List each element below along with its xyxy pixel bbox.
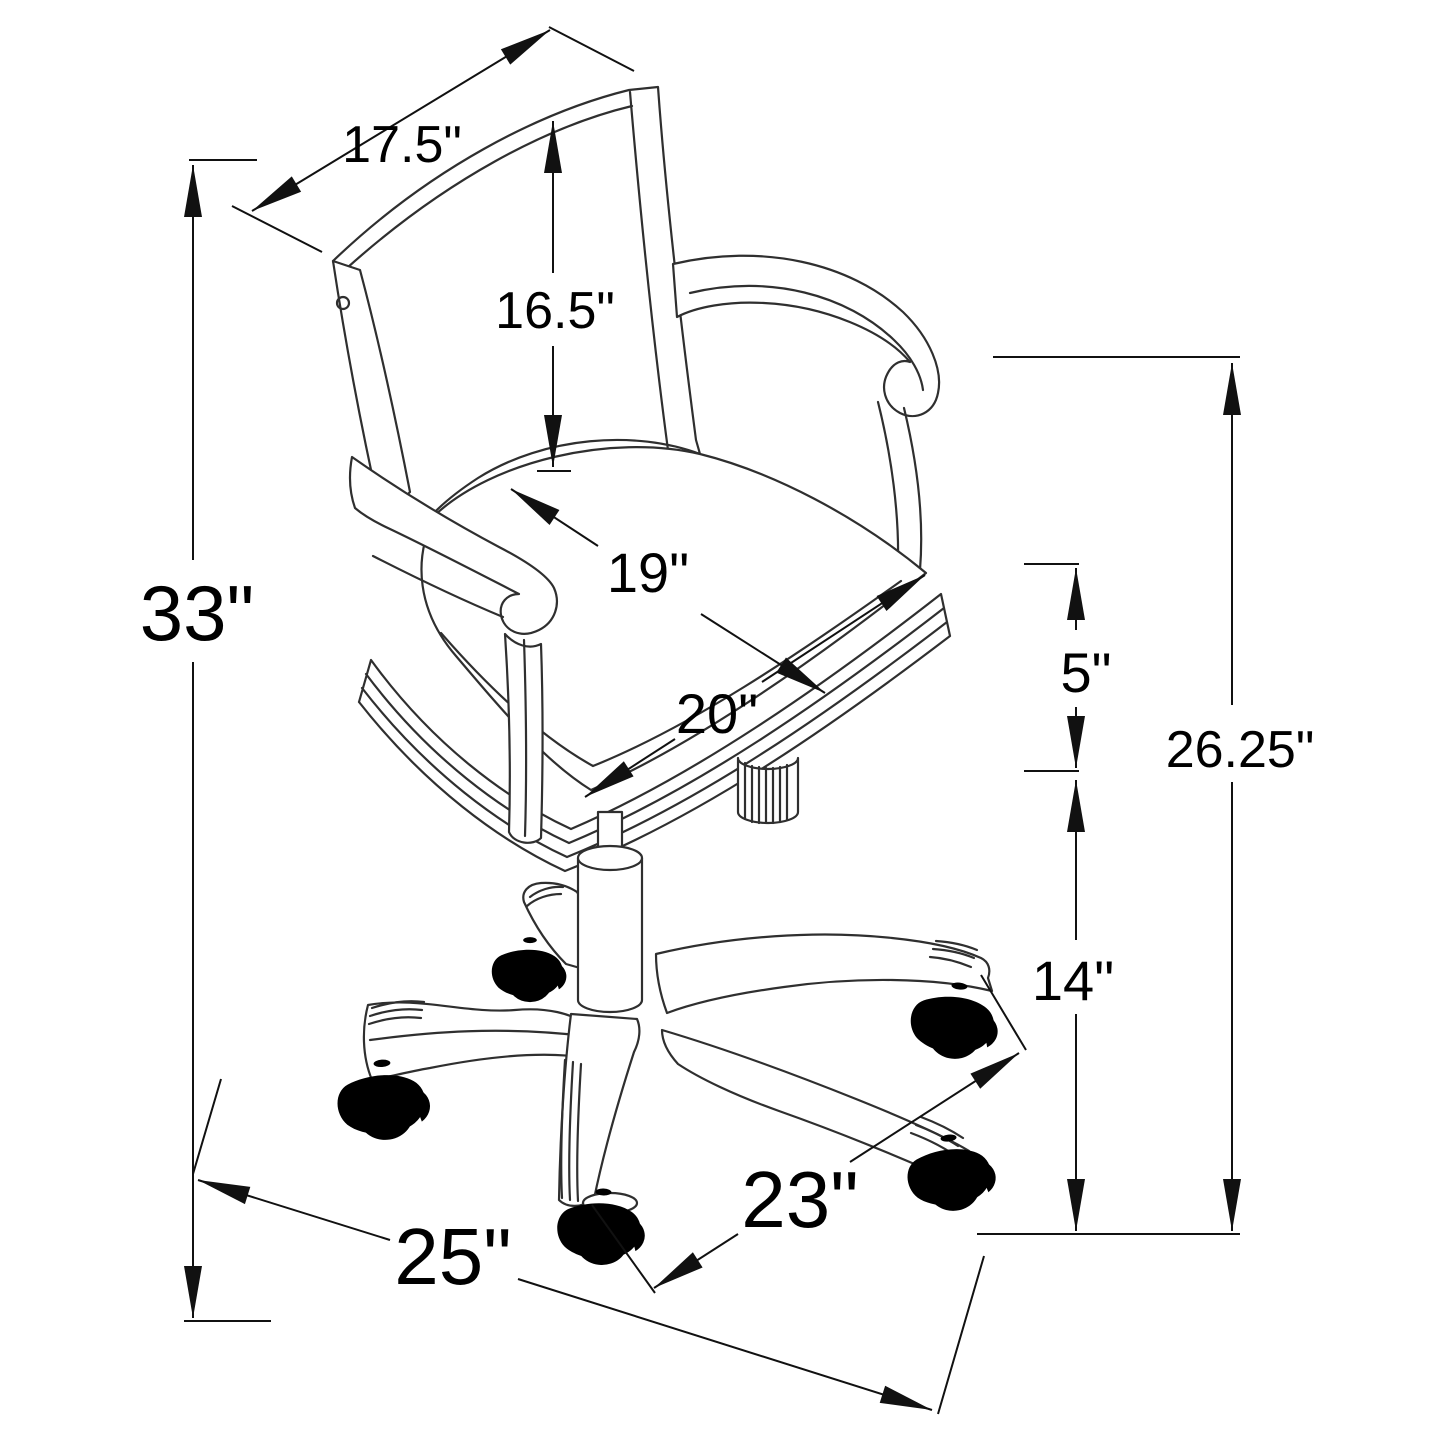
dim-label-seat-thickness: 5" bbox=[1060, 641, 1111, 704]
left-arm-post-line bbox=[522, 638, 528, 838]
dimension-seat-depth: 19" bbox=[510, 488, 826, 694]
dim-label-base-depth: 23" bbox=[741, 1155, 858, 1244]
dimension-line bbox=[251, 29, 551, 212]
stile-screw-hole bbox=[335, 295, 351, 311]
dim-label-seat-width: 20" bbox=[676, 682, 758, 745]
dimension-seat-width: 20" bbox=[584, 574, 926, 798]
extension-lines bbox=[192, 1078, 985, 1415]
right-armrest-wood-line bbox=[688, 284, 925, 392]
base-arm-right-rear-grooves bbox=[928, 939, 979, 969]
dimension-line bbox=[517, 1278, 933, 1411]
dim-label-floor-to-arm: 26.25" bbox=[1166, 721, 1315, 779]
base-arm-front-grooves bbox=[560, 1058, 583, 1203]
center-column bbox=[576, 856, 644, 1014]
extension-lines bbox=[184, 159, 271, 1322]
base-arm-left bbox=[362, 1001, 589, 1082]
left-armrest-wood-line bbox=[371, 554, 505, 619]
dimension-line bbox=[584, 738, 676, 798]
dimension-base-width: 25" bbox=[192, 1078, 985, 1415]
extension-lines bbox=[977, 356, 1240, 1235]
dimension-line bbox=[197, 1179, 391, 1241]
base-arm-rear-grooves bbox=[525, 885, 565, 908]
seat-seam bbox=[439, 579, 903, 768]
dim-label-backrest-height: 16.5" bbox=[495, 282, 615, 340]
base-arm-left-grooves bbox=[367, 1000, 587, 1042]
right-arm-support bbox=[876, 400, 923, 572]
dimension-line bbox=[761, 574, 926, 683]
chair-line-art bbox=[331, 85, 1003, 1267]
base-arm-right-rear bbox=[654, 933, 994, 1015]
dimension-floor-to-arm: 26.25" bbox=[977, 356, 1315, 1235]
extension-lines bbox=[1024, 563, 1079, 772]
adjuster-cylinder bbox=[736, 756, 800, 825]
dimension-line bbox=[700, 613, 826, 694]
dimension-floor-to-seat: 14" bbox=[1032, 780, 1114, 1231]
dimension-seat-thickness: 5" bbox=[1024, 563, 1112, 772]
extension-lines bbox=[591, 974, 1027, 1294]
dimension-overall-height: 33" bbox=[140, 159, 271, 1322]
dimension-backrest-width: 17.5" bbox=[231, 26, 635, 253]
dimension-base-depth: 23" bbox=[591, 974, 1027, 1294]
extension-lines bbox=[231, 26, 635, 253]
seat-cushion bbox=[420, 446, 928, 792]
adjuster-cylinder-ribs bbox=[743, 761, 789, 825]
dim-label-backrest-width: 17.5" bbox=[342, 116, 462, 174]
dim-label-base-width: 25" bbox=[394, 1212, 511, 1301]
dimension-line bbox=[510, 488, 599, 547]
dim-label-seat-depth: 19" bbox=[607, 541, 689, 604]
right-armrest bbox=[671, 254, 941, 418]
left-arm-post bbox=[503, 632, 544, 844]
dimension-annotations: 17.5" 16.5" 33" 19" 20" bbox=[140, 26, 1315, 1415]
dimension-backrest-height: 16.5" bbox=[495, 121, 615, 472]
dimension-line bbox=[653, 1233, 739, 1289]
dim-label-floor-to-seat: 14" bbox=[1032, 949, 1114, 1012]
center-column-top bbox=[576, 844, 644, 872]
dim-label-overall-height: 33" bbox=[140, 569, 254, 657]
dimension-line bbox=[849, 1052, 1020, 1163]
